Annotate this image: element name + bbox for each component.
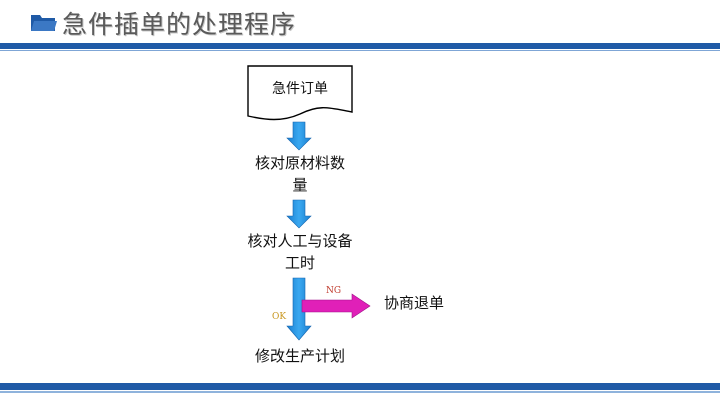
arrow-down-ok: [286, 277, 312, 341]
modify-plan-label: 修改生产计划: [254, 347, 345, 365]
step-check-materials-line2: 量: [292, 176, 308, 194]
step-check-materials-line1: 核对原材料数: [254, 154, 345, 172]
page-title: 急件插单的处理程序: [62, 10, 297, 39]
step-check-labor-line1: 核对人工与设备: [247, 232, 353, 250]
arrow-right-ng: [301, 293, 371, 319]
start-document-label: 急件订单: [272, 81, 328, 97]
header-divider-thin: [0, 50, 720, 51]
step-check-labor: 核对人工与设备 工时: [220, 230, 380, 274]
step-check-materials: 核对原材料数 量: [230, 152, 370, 196]
header: 急件插单的处理程序: [0, 0, 720, 44]
header-divider: [0, 43, 720, 49]
ok-label: OK: [272, 312, 287, 322]
negotiate-cancel-label: 协商退单: [384, 294, 445, 312]
step-check-labor-line2: 工时: [284, 254, 315, 272]
folder-icon: [31, 15, 57, 31]
document-shape: [247, 65, 353, 121]
footer-bar-thin: [0, 391, 720, 393]
arrow-down-2: [286, 199, 312, 229]
arrow-down-1: [286, 121, 312, 151]
footer-bar: [0, 383, 720, 390]
ng-label: NG: [326, 286, 342, 296]
